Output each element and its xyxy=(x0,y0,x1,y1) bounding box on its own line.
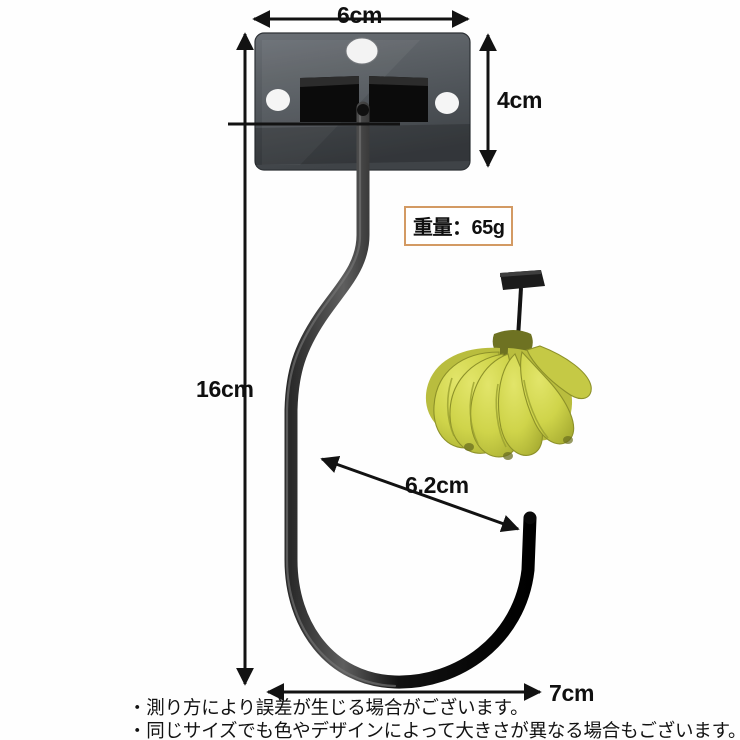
hook-rod xyxy=(284,101,537,689)
clip-right xyxy=(369,76,428,122)
screw-hole-top xyxy=(346,38,378,64)
mini-hook-tag xyxy=(500,270,545,339)
banana-bunch xyxy=(425,270,592,460)
weight-badge: 重量：65g xyxy=(404,206,514,246)
hook-body xyxy=(284,101,537,689)
banana-ridge-4 xyxy=(523,379,549,439)
dimension-label-plate-height: 4cm xyxy=(497,87,543,113)
plate-body xyxy=(255,33,470,170)
banana-ridge-2 xyxy=(469,381,479,445)
note-measurement-variance: ・測り方により誤差が生じる場合がございます。 xyxy=(128,697,529,718)
clip-left xyxy=(300,76,359,122)
dimension-label-depth: 7cm xyxy=(549,680,595,706)
dimension-label-width: 6cm xyxy=(337,2,383,28)
mini-tag-highlight xyxy=(500,270,541,277)
banana-6 xyxy=(526,345,592,400)
banana-ridge-1 xyxy=(446,377,455,437)
screw-hole-left xyxy=(266,89,290,111)
hook-plate-joint xyxy=(357,104,369,116)
dimension-label-hook-opening: 6.2cm xyxy=(405,472,469,498)
hook-tip xyxy=(523,511,537,525)
dimension-line-6_2cm xyxy=(320,455,520,533)
banana-tip-2 xyxy=(503,452,513,460)
hook-rod-highlight xyxy=(285,110,397,688)
mini-tag-stem xyxy=(516,287,523,339)
screw-hole-right xyxy=(435,92,459,114)
banana-ridge-3 xyxy=(495,383,507,448)
banana-5 xyxy=(520,350,575,445)
clip-left-top xyxy=(300,76,359,87)
clip-right-top xyxy=(369,76,428,86)
screw-hole-top-rim xyxy=(345,37,379,65)
banana-tip-3 xyxy=(563,436,573,444)
note-size-variance: ・同じサイズでも色やデザインによって大きさが異なる場合もございます。 xyxy=(128,720,740,740)
dimension-label-total-height: 16cm xyxy=(196,376,254,402)
banana-crown xyxy=(492,330,533,356)
dimension-lines xyxy=(228,10,542,701)
banana-tip-1 xyxy=(464,443,474,451)
